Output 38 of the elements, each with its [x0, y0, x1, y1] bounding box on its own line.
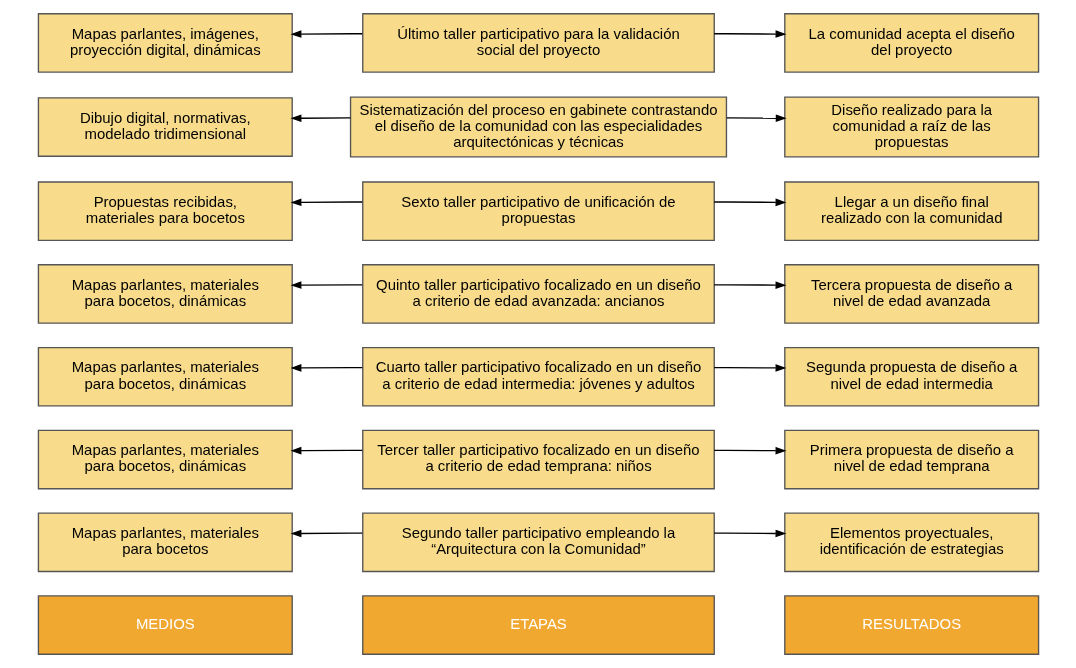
node-box: Dibujo digital, normativas, modelado tridimensional: [37, 97, 293, 157]
node-box: Mapas parlantes, materiales para bocetos, dinámicas: [37, 264, 293, 324]
node-box: MEDIOS: [37, 595, 293, 655]
arrow: [713, 364, 786, 372]
node-box: Llegar a un diseño final realizado con la comunidad: [783, 181, 1039, 242]
arrow: [725, 114, 787, 123]
arrow: [713, 529, 786, 538]
arrow: [290, 446, 363, 455]
arrow: [713, 281, 786, 289]
node-box: Sistematización del proceso en gabinete contrastando el diseño de la comunidad con las especialidades arquitectónicas y técnicas: [349, 96, 727, 158]
arrow: [713, 30, 786, 38]
node-box: Elementos proyectuales, identificación de estrategias: [783, 512, 1039, 573]
node-box: Mapas parlantes, materiales para bocetos: [37, 512, 293, 573]
node-box: Segundo taller participativo empleando la “Arquitectura con la Comunidad”: [361, 512, 715, 573]
node-box: Primera propuesta de diseño a nivel de edad temprana: [783, 429, 1039, 490]
node-box: Mapas parlantes, imágenes, proyección digital, dinámicas: [37, 13, 293, 73]
node-box: Propuestas recibidas, materiales para bocetos: [37, 181, 293, 242]
node-box: Tercera propuesta de diseño a nivel de edad avanzada: [783, 264, 1039, 324]
arrow: [713, 198, 786, 207]
arrow: [290, 281, 363, 289]
node-box: ETAPAS: [361, 595, 715, 655]
node-box: Diseño realizado para la comunidad a raíz de las propuestas: [783, 96, 1039, 158]
node-box: Tercer taller participativo focalizado en un diseño a criterio de edad temprana: niños: [361, 429, 715, 490]
arrow: [290, 364, 363, 372]
node-box: Sexto taller participativo de unificación de propuestas: [361, 181, 715, 242]
node-box: Cuarto taller participativo focalizado en un diseño a criterio de edad intermedia: jóvenes y adultos: [361, 346, 715, 407]
node-box: La comunidad acepta el diseño del proyecto: [783, 13, 1039, 73]
node-box: Último taller participativo para la validación social del proyecto: [361, 13, 715, 73]
arrow: [713, 446, 786, 455]
node-box: Mapas parlantes, materiales para bocetos, dinámicas: [37, 346, 293, 407]
node-box: RESULTADOS: [783, 595, 1039, 655]
arrow: [290, 114, 351, 122]
arrow: [290, 198, 363, 207]
arrow: [290, 30, 363, 38]
arrow: [290, 529, 363, 538]
node-box: Mapas parlantes, materiales para bocetos, dinámicas: [37, 429, 293, 490]
node-box: Quinto taller participativo focalizado en un diseño a criterio de edad avanzada: ancianos: [361, 264, 715, 324]
node-box: Segunda propuesta de diseño a nivel de edad intermedia: [783, 346, 1039, 407]
